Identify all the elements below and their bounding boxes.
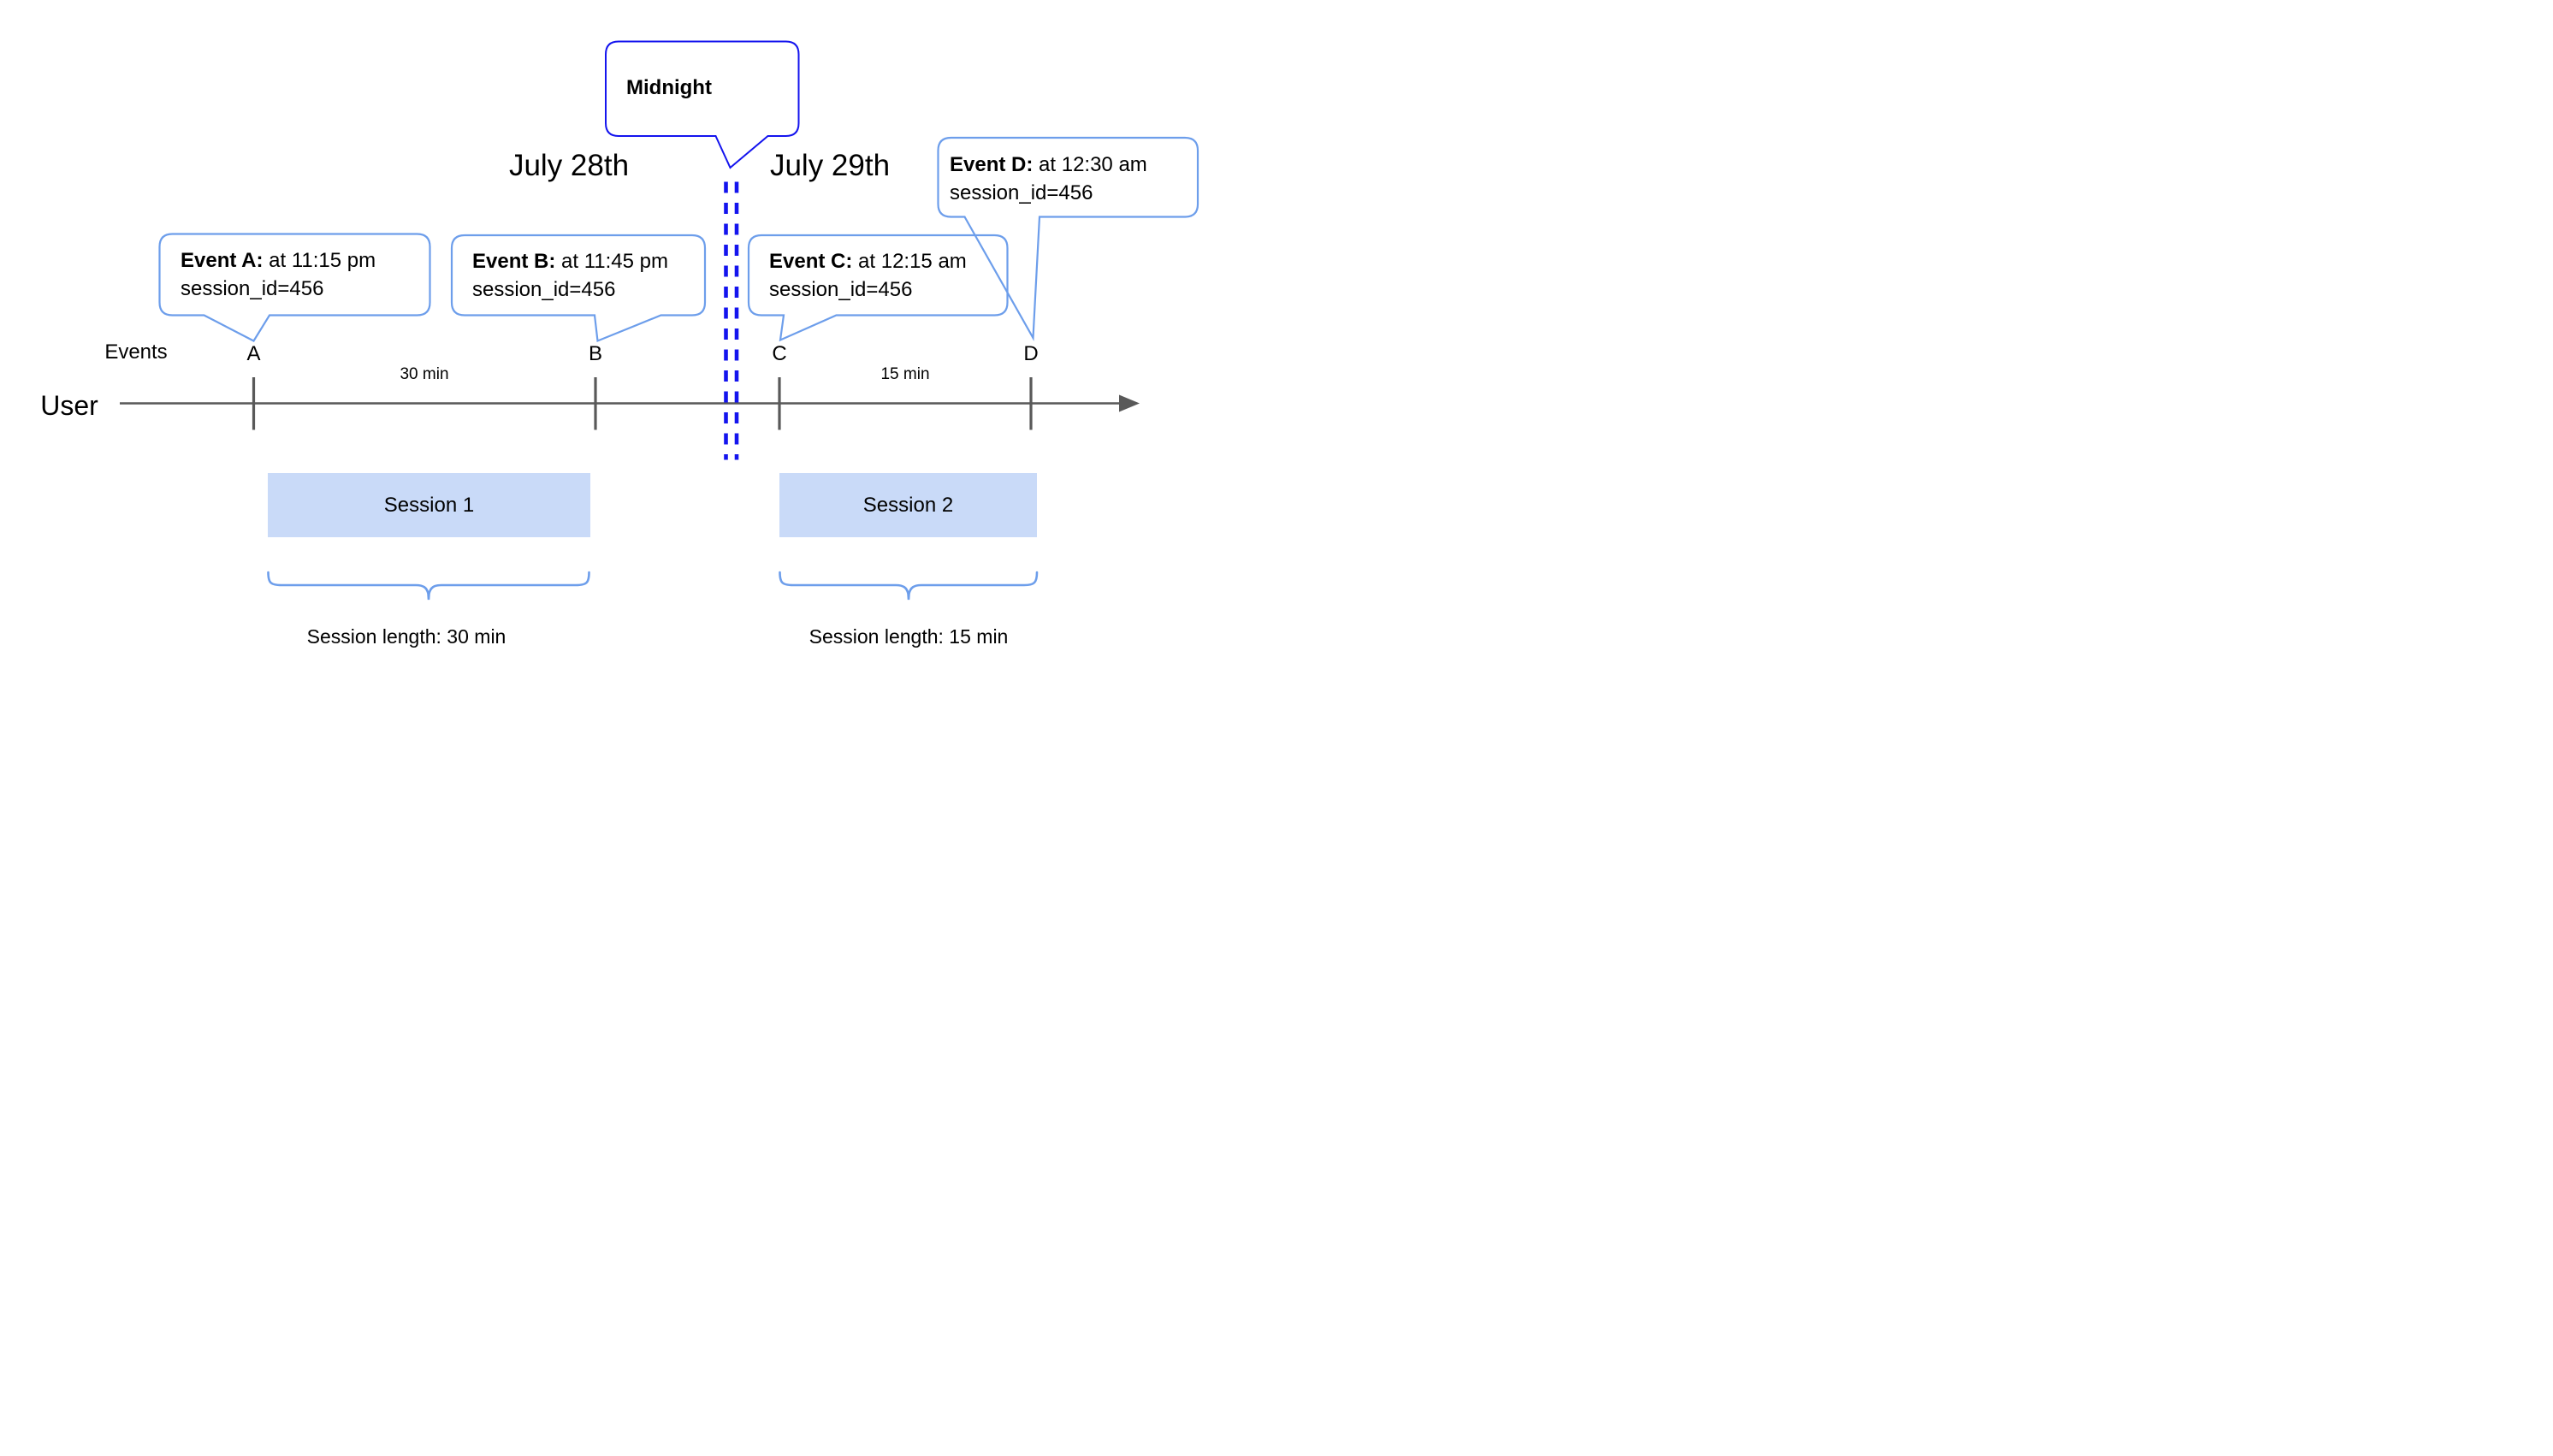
event-a-callout-text: Event A: at 11:15 pm session_id=456 xyxy=(181,246,376,303)
session-1-label: Session 1 xyxy=(383,493,475,517)
event-b-bubble xyxy=(450,234,707,343)
event-a-line1: Event A: at 11:15 pm xyxy=(181,249,376,272)
session-2-label: Session 2 xyxy=(862,493,954,517)
event-a-line2: session_id=456 xyxy=(181,277,324,300)
event-b-line1: Event B: at 11:45 pm xyxy=(472,250,668,273)
session-2-box: Session 2 xyxy=(779,473,1037,537)
event-c-callout-text: Event C: at 12:15 am session_id=456 xyxy=(769,247,967,304)
date-label-july-29: July 29th xyxy=(769,149,891,182)
interval-label-15min: 15 min xyxy=(880,365,930,383)
timeline-arrowhead xyxy=(1119,394,1140,412)
tick-label-b: B xyxy=(588,342,603,365)
midnight-bubble xyxy=(605,40,800,169)
tick-label-a: A xyxy=(246,342,261,365)
event-c-bubble xyxy=(747,234,1009,342)
event-c-line2: session_id=456 xyxy=(769,278,913,301)
event-a-bubble xyxy=(158,233,431,342)
date-label-july-28: July 28th xyxy=(508,149,630,182)
session-1-brace xyxy=(267,571,590,601)
midnight-label: Midnight xyxy=(626,76,712,99)
session-1-box: Session 1 xyxy=(268,473,590,537)
session-2-length-label: Session length: 15 min xyxy=(809,625,1009,648)
event-b-callout-text: Event B: at 11:45 pm session_id=456 xyxy=(472,247,668,304)
user-row-label: User xyxy=(40,390,98,421)
event-d-bubble xyxy=(937,136,1199,341)
interval-label-30min: 30 min xyxy=(400,365,449,383)
tick-label-d: D xyxy=(1023,342,1039,365)
events-row-label: Events xyxy=(104,340,168,364)
tick-label-c: C xyxy=(772,342,787,365)
event-d-line1: Event D: at 12:30 am xyxy=(950,153,1147,176)
event-d-line2: session_id=456 xyxy=(950,181,1093,204)
session-2-brace xyxy=(779,571,1039,601)
session-1-length-label: Session length: 30 min xyxy=(306,625,506,648)
event-d-callout-text: Event D: at 12:30 am session_id=456 xyxy=(950,151,1147,207)
event-b-line2: session_id=456 xyxy=(472,278,616,301)
diagram-shapes xyxy=(120,40,1199,601)
event-c-line1: Event C: at 12:15 am xyxy=(769,250,967,273)
session-timeline-diagram: Midnight July 28th July 29th Event A: at… xyxy=(0,0,1276,728)
